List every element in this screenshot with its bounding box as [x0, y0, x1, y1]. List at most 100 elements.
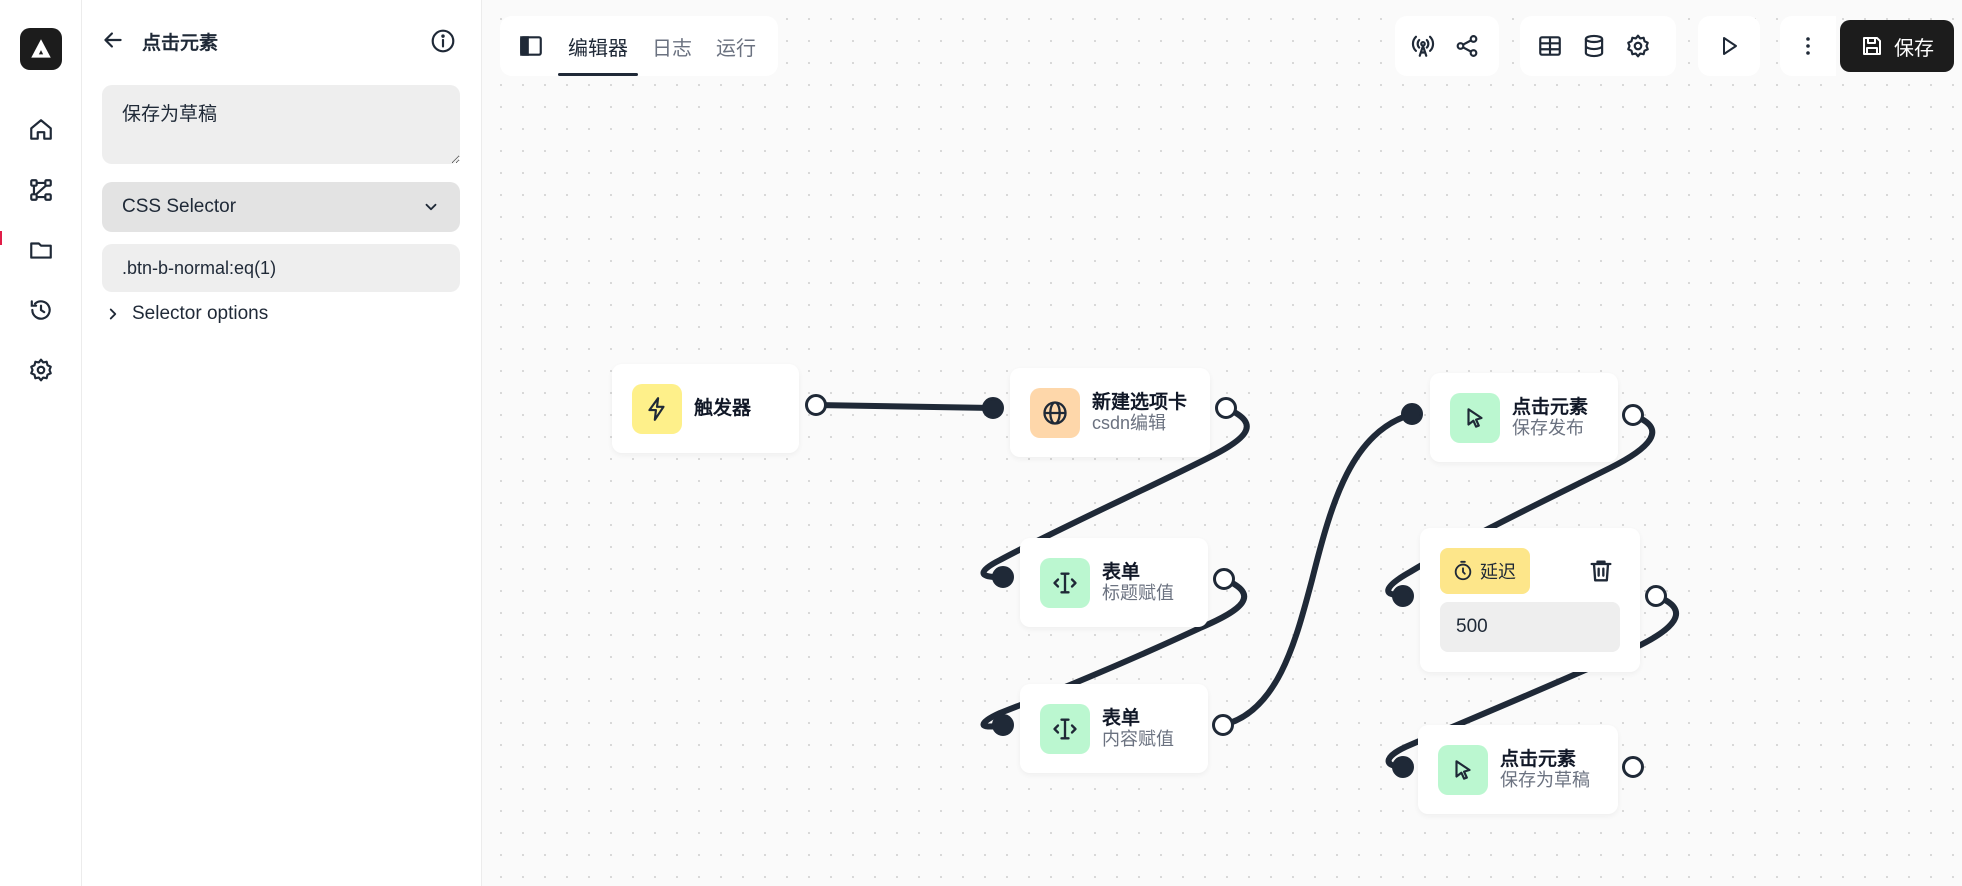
nav-logs[interactable] — [0, 290, 82, 330]
info-button[interactable] — [428, 26, 458, 56]
form-title-input-handle[interactable] — [992, 566, 1014, 588]
text-cursor-icon — [1053, 572, 1077, 593]
cursor-click-icon — [1455, 759, 1471, 780]
selector-input[interactable] — [102, 244, 460, 292]
database-icon — [1584, 34, 1604, 58]
history-icon — [30, 300, 51, 320]
save-label: 保存 — [1894, 37, 1934, 60]
text-cursor-icon — [1053, 718, 1077, 739]
form-content-input-handle[interactable] — [992, 714, 1014, 736]
form-title-output-handle[interactable] — [1213, 568, 1235, 590]
tab-logs[interactable]: 日志 — [652, 37, 692, 60]
toggle-panel-button[interactable] — [516, 24, 546, 68]
back-button[interactable] — [100, 26, 132, 54]
more-options-button[interactable] — [1786, 24, 1830, 68]
selector-type-value: CSS Selector — [122, 196, 237, 217]
tab-run[interactable]: 运行 — [716, 37, 756, 60]
node-title: 点击元素 — [1500, 748, 1577, 770]
form-content-output-handle[interactable] — [1212, 714, 1234, 736]
play-icon — [1723, 37, 1737, 55]
globe-icon-badge — [1030, 387, 1080, 438]
save-icon — [1863, 37, 1881, 55]
click-icon-badge — [1450, 392, 1500, 443]
node-subtitle: 标题赋值 — [1102, 582, 1174, 603]
click-draft-output-handle[interactable] — [1622, 756, 1644, 778]
new-tab-input-handle[interactable] — [982, 397, 1004, 419]
node-title: 新建选项卡 — [1092, 391, 1188, 413]
broadcast-icon — [1411, 35, 1435, 57]
timer-icon — [1454, 560, 1472, 581]
workflow-settings-button[interactable] — [1616, 24, 1660, 68]
logo-icon — [31, 39, 51, 58]
cursor-click-icon — [1467, 407, 1483, 428]
workflow-icon — [30, 179, 52, 201]
node-trigger[interactable]: 触发器 — [612, 364, 799, 453]
trigger-output-handle[interactable] — [805, 394, 827, 416]
description-textarea[interactable] — [102, 85, 460, 164]
delay-output-handle[interactable] — [1645, 585, 1667, 607]
click-publish-output-handle[interactable] — [1622, 404, 1644, 426]
settings-icon — [30, 358, 52, 382]
node-subtitle: 保存为草稿 — [1500, 769, 1590, 790]
delay-title: 延迟 — [1480, 562, 1516, 582]
node-subtitle: 内容赋值 — [1102, 728, 1174, 749]
gear-icon — [1627, 34, 1649, 58]
selector-type-select[interactable]: CSS Selector — [102, 182, 460, 232]
node-delay[interactable]: 延迟 — [1420, 528, 1640, 672]
table-icon — [1539, 36, 1561, 56]
lightning-icon — [648, 396, 665, 421]
node-form-content[interactable]: 表单内容赋值 — [1020, 684, 1208, 773]
tab-editor[interactable]: 编辑器 — [558, 16, 638, 76]
chevron-down-icon — [425, 203, 437, 211]
nav-workflows[interactable] — [0, 170, 82, 210]
node-subtitle: 保存发布 — [1512, 417, 1584, 438]
folder-icon — [30, 242, 52, 259]
trash-icon — [1590, 560, 1612, 582]
delete-button[interactable] — [1584, 554, 1618, 588]
more-vertical-icon — [1806, 37, 1810, 55]
save-button[interactable]: 保存 — [1840, 20, 1954, 72]
node-title: 触发器 — [694, 398, 752, 419]
trigger-icon-badge — [632, 383, 682, 434]
delay-input[interactable] — [1440, 602, 1620, 652]
arrow-left-icon — [104, 32, 122, 48]
execute-button[interactable] — [1707, 24, 1751, 68]
node-subtitle: csdn编辑 — [1092, 412, 1167, 433]
app-rail — [0, 0, 82, 886]
form-icon-badge — [1040, 557, 1090, 608]
more-toolbar-group — [1780, 16, 1836, 76]
selector-options-toggle[interactable]: Selector options — [104, 300, 268, 328]
table-button[interactable] — [1528, 24, 1572, 68]
form-icon-badge — [1040, 703, 1090, 754]
click-icon-badge — [1438, 744, 1488, 795]
nav-storage[interactable] — [0, 230, 82, 270]
node-click-draft[interactable]: 点击元素保存为草稿 — [1418, 725, 1618, 814]
new-tab-output-handle[interactable] — [1215, 397, 1237, 419]
selector-options-label: Selector options — [132, 303, 269, 324]
click-draft-input-handle[interactable] — [1392, 756, 1414, 778]
app-logo[interactable] — [20, 28, 62, 70]
database-button[interactable] — [1572, 24, 1616, 68]
run-toolbar-group — [1698, 16, 1760, 76]
info-icon — [431, 29, 455, 53]
editor-tabs-bar: 编辑器 日志 运行 — [500, 16, 778, 76]
delay-input-handle[interactable] — [1392, 585, 1414, 607]
chevron-right-icon — [109, 308, 117, 320]
share-button[interactable] — [1445, 24, 1489, 68]
node-click-publish[interactable]: 点击元素保存发布 — [1430, 373, 1618, 462]
nav-home[interactable] — [0, 110, 82, 150]
nav-settings[interactable] — [0, 350, 82, 390]
rail-indicator — [0, 231, 2, 245]
data-toolbar-group — [1520, 16, 1676, 76]
node-title: 点击元素 — [1512, 396, 1589, 418]
delay-badge: 延迟 — [1440, 548, 1530, 594]
share-toolbar-group — [1395, 16, 1499, 76]
home-icon — [30, 119, 52, 140]
node-form-title[interactable]: 表单标题赋值 — [1020, 538, 1208, 627]
globe-icon — [1043, 400, 1067, 425]
panel-title: 点击元素 — [142, 33, 219, 54]
share-icon — [1456, 35, 1478, 57]
click-publish-input-handle[interactable] — [1401, 403, 1423, 425]
broadcast-button[interactable] — [1401, 24, 1445, 68]
